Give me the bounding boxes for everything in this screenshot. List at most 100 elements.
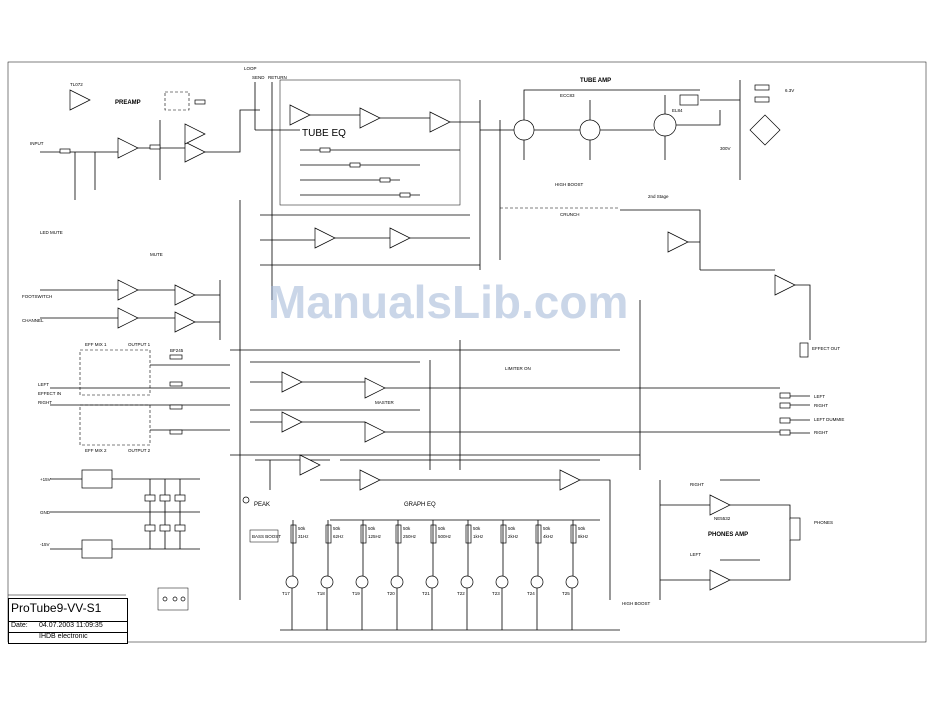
svg-text:EFF MIX 2: EFF MIX 2: [85, 448, 107, 453]
phones-amp-block: PHONES AMP NE5532 PHONES RIGHT LEFT: [660, 479, 833, 591]
eq-pot[interactable]: [535, 524, 542, 544]
peak-title: PEAK: [254, 502, 270, 508]
switch-panel: [157, 587, 189, 611]
svg-text:CRUNCH: CRUNCH: [560, 212, 580, 217]
tube-amp-block: TUBE AMP ECC83 EL84 6.3V 300V CRUNCH HIG…: [480, 78, 840, 358]
eq-pot[interactable]: [570, 524, 577, 544]
svg-text:LEFT: LEFT: [38, 382, 49, 387]
svg-text:MUTE: MUTE: [150, 252, 163, 257]
eq-band-5: 50k 500Hz T21: [422, 520, 452, 630]
svg-text:T23: T23: [492, 591, 500, 596]
switching-block: FOOTSWITCH CHANNEL EFF MIX 1 OUTPUT 1 LE…: [22, 200, 241, 600]
svg-text:250Hz: 250Hz: [403, 534, 417, 539]
svg-text:T21: T21: [422, 591, 430, 596]
tube-eq-title: TUBE EQ: [302, 128, 346, 139]
eq-pot[interactable]: [500, 524, 507, 544]
svg-text:CHANNEL: CHANNEL: [22, 318, 44, 323]
svg-text:T17: T17: [282, 591, 290, 596]
tube-amp-title: TUBE AMP: [580, 78, 611, 84]
svg-text:2nd Stage: 2nd Stage: [648, 194, 669, 199]
svg-text:EL84: EL84: [672, 108, 683, 113]
svg-text:OUTPUT 1: OUTPUT 1: [128, 342, 151, 347]
watermark: ManualsLib.com: [268, 276, 628, 328]
svg-text:RIGHT: RIGHT: [814, 403, 828, 408]
eq-pot[interactable]: [325, 524, 332, 544]
svg-text:2kHz: 2kHz: [508, 534, 519, 539]
svg-text:LIMITER ON: LIMITER ON: [505, 366, 531, 371]
svg-text:T22: T22: [457, 591, 465, 596]
svg-text:BF245: BF245: [170, 348, 184, 353]
svg-text:+15V: +15V: [40, 477, 51, 482]
sheet-border: [7, 61, 927, 643]
date-row: Date: 04.07.2003 11:09:35: [9, 621, 127, 632]
svg-text:T19: T19: [352, 591, 360, 596]
eq-band-9: 50k 8kHz T25: [562, 520, 589, 630]
svg-text:TL072: TL072: [70, 82, 83, 87]
svg-text:500Hz: 500Hz: [438, 534, 452, 539]
svg-text:SEND: SEND: [252, 75, 265, 80]
svg-text:50k: 50k: [298, 526, 306, 531]
svg-text:RIGHT: RIGHT: [690, 482, 704, 487]
graph-eq-title: GRAPH EQ: [404, 502, 436, 508]
master-block: MASTER LIMITER ON LEFT RIGHT LEFT DUMMIE…: [250, 340, 844, 470]
svg-text:EFF MIX 1: EFF MIX 1: [85, 342, 107, 347]
svg-text:300V: 300V: [720, 146, 731, 151]
graph-eq-block: GRAPH EQ BASS BOOST 50k 31Hz T17 50k 62H…: [249, 459, 651, 631]
svg-text:NE5532: NE5532: [714, 516, 731, 521]
loop-block: LOOP SEND RETURN: [244, 66, 300, 300]
svg-text:EFFECT OUT: EFFECT OUT: [812, 346, 840, 351]
svg-text:4kHz: 4kHz: [543, 534, 554, 539]
svg-text:-15V: -15V: [40, 542, 50, 547]
date-label: Date:: [11, 622, 28, 629]
preamp-title: PREAMP: [115, 100, 141, 106]
date-value: 04.07.2003 11:09:35: [39, 622, 103, 629]
svg-text:50k: 50k: [578, 526, 586, 531]
eq-band-6: 50k 1kHz T22: [457, 520, 484, 630]
eq-band-3: 50k 125Hz T19: [352, 520, 382, 630]
schematic-title: ProTube9-VV-S1: [11, 601, 102, 615]
svg-text:50k: 50k: [403, 526, 411, 531]
svg-text:FOOTSWITCH: FOOTSWITCH: [22, 294, 52, 299]
eq-pot[interactable]: [395, 524, 402, 544]
svg-text:HIGH BOOST: HIGH BOOST: [555, 182, 584, 187]
eq-band-4: 50k 250Hz T20: [387, 520, 417, 630]
svg-text:125Hz: 125Hz: [368, 534, 382, 539]
preamp-block: TL072 PREAMP INPUT LED MUTE MUTE: [30, 82, 260, 257]
svg-text:50k: 50k: [333, 526, 341, 531]
eq-pot[interactable]: [430, 524, 437, 544]
svg-text:T20: T20: [387, 591, 395, 596]
eq-band-2: 50k 62Hz T18: [317, 520, 344, 630]
svg-text:LEFT DUMMIE: LEFT DUMMIE: [814, 417, 844, 422]
eq-pot[interactable]: [465, 524, 472, 544]
svg-text:LEFT: LEFT: [690, 552, 701, 557]
svg-text:LOOP: LOOP: [244, 66, 257, 71]
svg-text:PHONES: PHONES: [814, 520, 833, 525]
svg-text:ECC83: ECC83: [560, 93, 575, 98]
svg-text:GND: GND: [40, 510, 51, 515]
title-block: ProTube9-VV-S1 Date: 04.07.2003 11:09:35…: [8, 598, 128, 644]
svg-text:LEFT: LEFT: [814, 394, 825, 399]
svg-text:50k: 50k: [508, 526, 516, 531]
svg-text:LED MUTE: LED MUTE: [40, 230, 63, 235]
tube-eq-block: TUBE EQ: [260, 79, 480, 266]
eq-pot[interactable]: [290, 524, 297, 544]
peak-block: PEAK: [242, 454, 330, 508]
svg-text:T18: T18: [317, 591, 325, 596]
eq-band-7: 50k 2kHz T23: [492, 520, 519, 630]
svg-text:RIGHT: RIGHT: [814, 430, 828, 435]
svg-text:8kHz: 8kHz: [578, 534, 589, 539]
svg-text:50k: 50k: [438, 526, 446, 531]
svg-text:EFFECT IN: EFFECT IN: [38, 391, 61, 396]
eq-band-8: 50k 4kHz T24: [527, 520, 554, 630]
svg-text:RETURN: RETURN: [268, 75, 287, 80]
power-supply-block: +15V GND -15V: [40, 469, 200, 559]
svg-text:T24: T24: [527, 591, 535, 596]
svg-text:50k: 50k: [473, 526, 481, 531]
phones-amp-title: PHONES AMP: [708, 532, 748, 538]
svg-text:T25: T25: [562, 591, 570, 596]
company-row: IHDB electronic: [9, 632, 127, 643]
eq-pot[interactable]: [360, 524, 367, 544]
tube-v1a: [513, 119, 535, 141]
eq-band-1: 50k 31Hz T17: [282, 520, 309, 630]
